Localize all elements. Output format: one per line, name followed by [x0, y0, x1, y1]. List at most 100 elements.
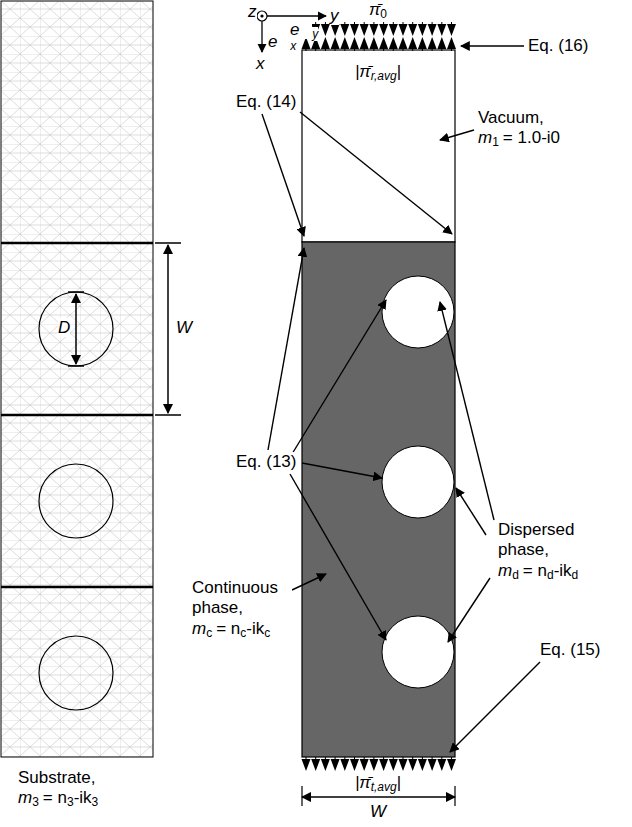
flux-stem: [354, 49, 355, 51]
label-group: z: [248, 2, 257, 22]
label-text: x: [256, 54, 265, 73]
label-text: -ik: [246, 619, 264, 638]
label-text: Eq. (13): [236, 452, 296, 471]
label-text: |π̄: [355, 773, 371, 792]
label-group: W: [176, 318, 192, 338]
label-text: D: [58, 318, 70, 337]
flux-arrowhead: [389, 37, 398, 49]
domain: [302, 22, 457, 806]
flux-arrowhead: [350, 37, 359, 49]
subscript: 1: [492, 135, 499, 149]
label-group: Substrate,m3= n3-ik3: [18, 768, 118, 810]
subscript: 3: [32, 795, 39, 809]
flux-stem: [354, 22, 355, 30]
flux-stem: [422, 22, 423, 30]
flux-stem: [451, 49, 452, 51]
flux-stem: [364, 22, 365, 30]
flux-stem: [315, 49, 316, 51]
label-text: W: [176, 318, 192, 337]
label-text: π̄: [369, 0, 380, 19]
flux-arrowhead: [399, 37, 408, 49]
flux-arrowhead: [369, 37, 378, 49]
flux-stem: [432, 22, 433, 30]
flux-stem: [383, 757, 384, 765]
label-text: -ik: [74, 788, 92, 807]
flux-arrowhead: [408, 37, 417, 49]
label-group: Eq. (16): [528, 36, 588, 56]
label-text: m: [18, 788, 32, 807]
subscript: d: [512, 568, 519, 582]
flux-arrowhead: [340, 37, 349, 49]
subscript: d: [547, 568, 554, 582]
flux-stem: [403, 49, 404, 51]
flux-stem: [344, 22, 345, 30]
subscript: y: [312, 27, 318, 41]
flux-stem: [383, 22, 384, 30]
label-text: e⃗: [290, 20, 312, 39]
flux-stem: [412, 22, 413, 30]
label-text: = n: [43, 788, 67, 807]
label-text: m: [498, 561, 512, 580]
label-text: m: [192, 619, 206, 638]
flux-stem: [344, 757, 345, 765]
label-group: Vacuum,m1 = 1.0-i0: [478, 108, 578, 150]
label-group: x: [256, 54, 265, 74]
label-text: y: [330, 6, 339, 25]
label-text: Continuous phase,: [192, 578, 292, 619]
flux-stem: [325, 49, 326, 51]
flux-stem: [432, 49, 433, 51]
flux-stem: [441, 22, 442, 30]
label-text: = n: [523, 561, 547, 580]
subscript: d: [572, 568, 579, 582]
label-group: D: [58, 318, 70, 338]
label-group: |π̄r,avg|: [355, 62, 401, 83]
flux-stem: [422, 49, 423, 51]
label-text: |: [397, 773, 401, 792]
flux-stem: [412, 757, 413, 765]
flux-stem: [451, 757, 452, 765]
label-text: e⃗: [268, 32, 290, 51]
flux-stem: [306, 757, 307, 765]
flux-arrowhead: [428, 37, 437, 49]
flux-arrowhead: [437, 37, 446, 49]
leader-lines: [262, 46, 540, 752]
label-text: Dispersed phase,: [498, 520, 598, 561]
label-group: Continuous phase,mc= nc-ikc: [192, 578, 292, 640]
label-group: Eq. (13): [236, 452, 296, 472]
flux-stem: [325, 757, 326, 765]
flux-stem: [403, 757, 404, 765]
flux-stem: [451, 22, 452, 30]
flux-stem: [373, 22, 374, 30]
label-text: = 1.0-i0: [503, 128, 560, 147]
flux-stem: [393, 49, 394, 51]
flux-stem: [393, 757, 394, 765]
axes: [257, 11, 326, 52]
label-text: -ik: [554, 561, 572, 580]
flux-arrows: [302, 22, 457, 771]
flux-stem: [383, 49, 384, 51]
flux-stem: [325, 22, 326, 30]
flux-stem: [403, 22, 404, 30]
flux-arrowhead: [379, 37, 388, 49]
label-text: m: [478, 128, 492, 147]
flux-stem: [441, 49, 442, 51]
subscript: t,avg: [371, 780, 397, 794]
flux-stem: [335, 49, 336, 51]
label-text: |: [397, 62, 401, 81]
label-text: Vacuum,: [478, 108, 578, 128]
flux-stem: [344, 49, 345, 51]
subscript: r,avg: [371, 69, 397, 83]
subscript: x: [290, 39, 296, 53]
subscript: c: [264, 626, 270, 640]
label-text: = n: [216, 619, 240, 638]
flux-stem: [441, 757, 442, 765]
flux-stem: [335, 757, 336, 765]
label-text: |π̄: [355, 62, 371, 81]
flux-arrowhead: [321, 37, 330, 49]
label-text: Eq. (16): [528, 36, 588, 55]
subscript: 3: [92, 795, 99, 809]
label-text: Substrate,: [18, 768, 118, 788]
label-group: |π̄t,avg|: [355, 773, 401, 794]
subscript: 3: [67, 795, 74, 809]
flux-stem: [306, 49, 307, 51]
